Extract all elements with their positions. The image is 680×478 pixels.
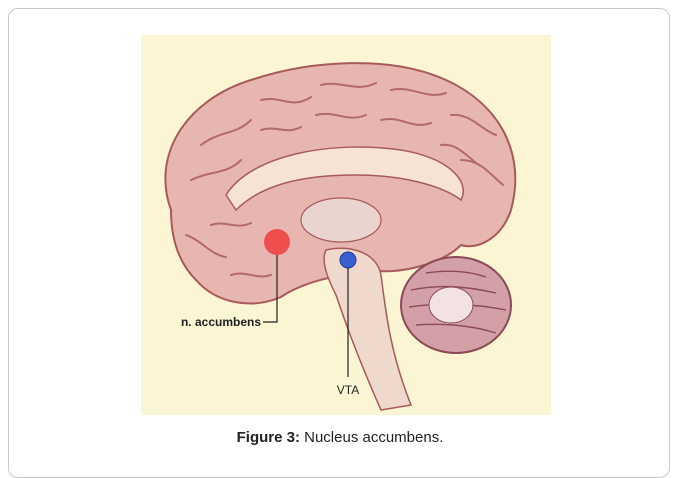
brain-sagittal-diagram: n. accumbens VTA — [141, 35, 551, 415]
vta-marker — [340, 252, 356, 268]
nucleus-accumbens-marker — [264, 229, 290, 255]
accumbens-label: n. accumbens — [181, 315, 261, 329]
figure-frame: n. accumbens VTA Figure 3: Nucleus accum… — [8, 8, 670, 478]
caption-prefix: Figure 3: — [237, 429, 300, 446]
vta-label: VTA — [337, 383, 359, 397]
caption-text: Nucleus accumbens. — [300, 429, 443, 446]
brain-illustration: n. accumbens VTA — [141, 35, 551, 415]
figure-caption: Figure 3: Nucleus accumbens. — [9, 429, 671, 446]
cerebellum — [401, 257, 511, 353]
thalamus — [301, 198, 381, 242]
